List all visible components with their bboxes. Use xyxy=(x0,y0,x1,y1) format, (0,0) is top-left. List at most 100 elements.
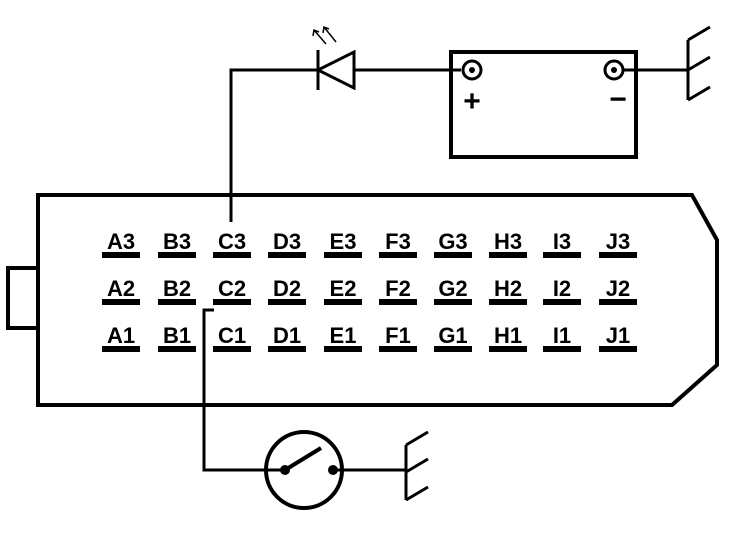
pin-underline xyxy=(379,252,417,258)
switch-circuit xyxy=(202,308,429,510)
pin-label: H2 xyxy=(494,276,522,301)
pin-underline xyxy=(213,299,251,305)
pin-label: G2 xyxy=(438,276,467,301)
pin-label: C3 xyxy=(218,229,246,254)
pin-label: E1 xyxy=(330,323,357,348)
led-circuit xyxy=(229,25,461,222)
pin-label: B1 xyxy=(163,323,191,348)
pin-e3: E3 xyxy=(324,229,362,258)
pin-underline xyxy=(543,252,581,258)
pin-label: I1 xyxy=(553,323,571,348)
connector-latch xyxy=(6,266,40,330)
pin-g3: G3 xyxy=(434,229,472,258)
pin-d1: D1 xyxy=(268,323,306,352)
pin-h2: H2 xyxy=(489,276,527,305)
pin-underline xyxy=(158,252,196,258)
pin-underline xyxy=(434,252,472,258)
pin-g2: G2 xyxy=(434,276,472,305)
pin-j2: J2 xyxy=(599,276,637,305)
pin-underline xyxy=(543,299,581,305)
switch-wire xyxy=(202,308,266,472)
pin-c3: C3 xyxy=(213,229,251,258)
pin-h1: H1 xyxy=(489,323,527,352)
pin-underline xyxy=(102,252,140,258)
pin-c2: C2 xyxy=(213,276,251,305)
pin-label: H1 xyxy=(494,323,522,348)
pin-f1: F1 xyxy=(379,323,417,352)
pin-label: F2 xyxy=(385,276,411,301)
pin-i2: I2 xyxy=(543,276,581,305)
led-wire xyxy=(229,68,318,222)
ground-icon xyxy=(686,25,711,102)
pin-label: I3 xyxy=(553,229,571,254)
pin-underline xyxy=(102,346,140,352)
pin-label: A2 xyxy=(107,276,135,301)
battery-body xyxy=(449,50,638,159)
ground-icon xyxy=(404,430,429,502)
pin-g1: G1 xyxy=(434,323,472,352)
pin-d3: D3 xyxy=(268,229,306,258)
pin-j1: J1 xyxy=(599,323,637,352)
pin-label: B3 xyxy=(163,229,191,254)
pin-a1: A1 xyxy=(102,323,140,352)
pin-label: B2 xyxy=(163,276,191,301)
pin-i1: I1 xyxy=(543,323,581,352)
pin-underline xyxy=(213,346,251,352)
pin-label: D1 xyxy=(273,323,301,348)
pin-underline xyxy=(599,299,637,305)
connector-housing xyxy=(36,193,719,407)
pin-underline xyxy=(599,252,637,258)
pin-label: F1 xyxy=(385,323,411,348)
battery-positive-symbol: + xyxy=(463,85,481,118)
pin-b3: B3 xyxy=(158,229,196,258)
pin-label: I2 xyxy=(553,276,571,301)
pin-label: H3 xyxy=(494,229,522,254)
battery-negative-symbol: − xyxy=(609,83,627,116)
pin-label: E2 xyxy=(330,276,357,301)
pin-label: J2 xyxy=(606,276,630,301)
pin-j3: J3 xyxy=(599,229,637,258)
pin-label: J3 xyxy=(606,229,630,254)
pin-f3: F3 xyxy=(379,229,417,258)
pin-label: J1 xyxy=(606,323,630,348)
pin-underline xyxy=(102,299,140,305)
pin-e2: E2 xyxy=(324,276,362,305)
pin-label: A3 xyxy=(107,229,135,254)
pin-underline xyxy=(434,299,472,305)
pin-label: C1 xyxy=(218,323,246,348)
pin-label: C2 xyxy=(218,276,246,301)
pin-underline xyxy=(213,252,251,258)
pin-underline xyxy=(489,252,527,258)
pin-label: F3 xyxy=(385,229,411,254)
pin-underline xyxy=(543,346,581,352)
pin-underline xyxy=(489,346,527,352)
pin-underline xyxy=(324,252,362,258)
pin-underline xyxy=(324,346,362,352)
pin-b1: B1 xyxy=(158,323,196,352)
pin-label: D3 xyxy=(273,229,301,254)
pin-underline xyxy=(434,346,472,352)
pin-underline xyxy=(599,346,637,352)
pin-h3: H3 xyxy=(489,229,527,258)
battery-icon: + − xyxy=(449,50,638,159)
pin-d2: D2 xyxy=(268,276,306,305)
pin-label: A1 xyxy=(107,323,135,348)
pin-underline xyxy=(268,346,306,352)
pin-underline xyxy=(158,346,196,352)
pin-label: E3 xyxy=(330,229,357,254)
pin-label: G1 xyxy=(438,323,467,348)
pin-underline xyxy=(379,299,417,305)
pin-underline xyxy=(158,299,196,305)
pin-label: D2 xyxy=(273,276,301,301)
led-icon xyxy=(312,25,356,91)
pin-i3: I3 xyxy=(543,229,581,258)
pin-e1: E1 xyxy=(324,323,362,352)
pin-f2: F2 xyxy=(379,276,417,305)
pin-c1: C1 xyxy=(213,323,251,352)
switch-icon xyxy=(264,430,344,510)
pin-a2: A2 xyxy=(102,276,140,305)
pin-a3: A3 xyxy=(102,229,140,258)
